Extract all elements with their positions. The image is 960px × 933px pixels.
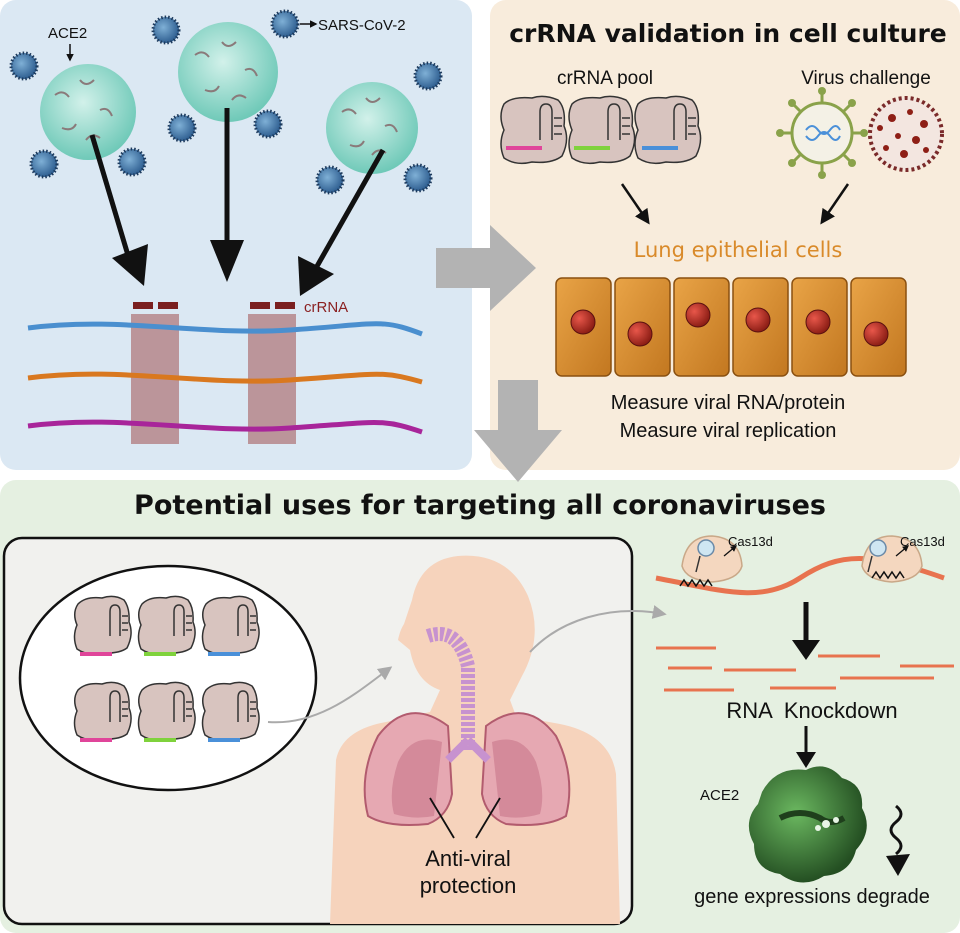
library-complex-6	[201, 681, 260, 742]
virus-icon	[403, 163, 433, 193]
virus-particles	[9, 9, 443, 195]
measure-line-2: Measure viral replication	[620, 420, 837, 442]
squiggle-arrow	[889, 804, 903, 856]
virus-icon	[29, 149, 59, 179]
library-complex-1	[73, 595, 132, 656]
degrade-arrow-head	[796, 752, 816, 768]
degrade-label: gene expressions degrade	[694, 886, 930, 908]
lungs-icon	[363, 712, 571, 826]
genome-line-blue	[27, 321, 423, 337]
rna-fragments	[656, 646, 954, 692]
virus-icon-red	[868, 96, 944, 172]
host-cell-1	[40, 64, 136, 160]
host-cell-3	[326, 82, 418, 174]
ace2-label: ACE2	[48, 25, 87, 42]
ace2-protein-label: ACE2	[700, 787, 739, 804]
validation-title: crRNA validation in cell culture	[509, 19, 947, 48]
pool-to-cells-arrow	[620, 183, 650, 225]
cas13d-complex-1	[679, 535, 743, 588]
virus-icon	[270, 9, 300, 39]
crrna-markers	[133, 302, 295, 309]
knockdown-label: RNA Knockdown	[726, 698, 897, 723]
delivery-arrow	[267, 666, 393, 724]
knockdown-arrow-head	[792, 640, 820, 660]
genome-line-purple	[27, 419, 423, 435]
arrow-right-to-validation	[436, 225, 536, 311]
protection-pointer-left	[429, 797, 455, 839]
crrna-label: crRNA	[304, 299, 348, 316]
uses-title: Potential uses for targeting all coronav…	[134, 490, 826, 521]
virus-icon	[117, 147, 147, 177]
cas13d-pointer-2	[895, 545, 909, 557]
arrow-down-to-uses	[474, 380, 562, 482]
cell-nuclei	[570, 302, 889, 347]
library-complex-2	[137, 595, 196, 656]
virus-icon	[413, 61, 443, 91]
cas13d-pointer-1	[723, 545, 737, 557]
virus-icon-green	[776, 87, 868, 179]
cas13d-label-2: Cas13d	[900, 534, 945, 549]
squiggle-arrow-head	[886, 854, 910, 876]
protection-line-2: protection	[420, 873, 517, 898]
measure-line-1: Measure viral RNA/protein	[611, 392, 846, 414]
epithelial-cells	[555, 277, 907, 377]
cas-complex-blue	[634, 95, 702, 165]
virus-challenge-label: Virus challenge	[801, 68, 931, 89]
protection-pointer-right	[475, 797, 501, 839]
mechanism-arrow	[529, 605, 667, 653]
challenge-to-cells-arrow	[820, 183, 850, 225]
ace2-protein-icon	[748, 766, 867, 883]
cas-complex-pink	[500, 95, 568, 165]
cas13d-label-1: Cas13d	[728, 534, 773, 549]
binding-arrows	[89, 108, 386, 270]
protection-line-1: Anti-viral	[425, 846, 511, 871]
virus-icon	[151, 15, 181, 45]
genome-line-orange	[27, 371, 423, 385]
human-body-icon	[330, 555, 620, 924]
crrna-pool	[500, 95, 702, 165]
trachea	[425, 627, 475, 750]
library-complex-3	[201, 595, 260, 656]
host-cell-2	[178, 22, 278, 122]
crrna-library	[73, 595, 260, 742]
virus-icon	[315, 165, 345, 195]
binding-arrow-heads	[112, 240, 334, 296]
virus-icon	[253, 109, 283, 139]
cas-complex-green	[568, 95, 636, 165]
virus-icon	[9, 51, 39, 81]
virus-label: SARS-CoV-2	[318, 17, 406, 34]
library-complex-4	[73, 681, 132, 742]
virus-icon	[167, 113, 197, 143]
lung-cells-label: Lung epithelial cells	[634, 238, 843, 262]
library-complex-5	[137, 681, 196, 742]
crrna-pool-label: crRNA pool	[557, 68, 653, 89]
